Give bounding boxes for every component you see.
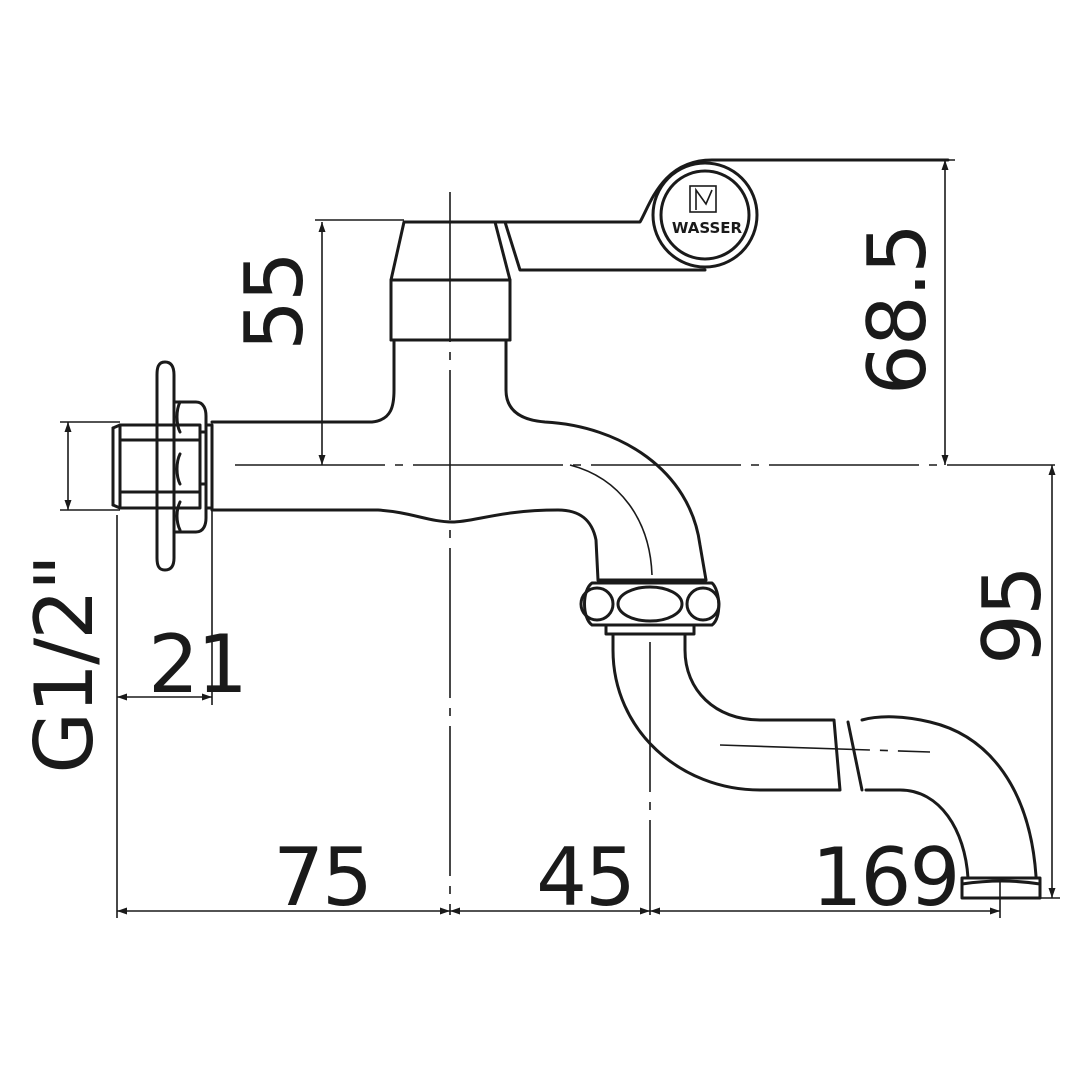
extension-lines [60, 159, 1060, 918]
logo-text: WASSER [672, 219, 743, 237]
dim-spout-drop: 95 [966, 567, 1059, 665]
centerlines [235, 192, 1055, 915]
dim-spout-reach: 169 [812, 831, 959, 924]
dim-thread: G1/2" [18, 556, 111, 774]
faucet-body [210, 158, 1042, 900]
dim-joint-offset: 45 [536, 831, 634, 924]
dimension-lines [64, 160, 1056, 915]
wasser-logo-icon: WASSER [672, 185, 743, 237]
wall-connector [111, 360, 214, 572]
dim-handle-height: 55 [228, 253, 321, 351]
dim-body-length: 75 [273, 831, 371, 924]
dimension-labels: 55 68.5 G1/2" 21 95 75 45 169 [18, 225, 1059, 924]
dim-total-height: 68.5 [851, 225, 944, 395]
dim-thread-length: 21 [148, 618, 246, 711]
